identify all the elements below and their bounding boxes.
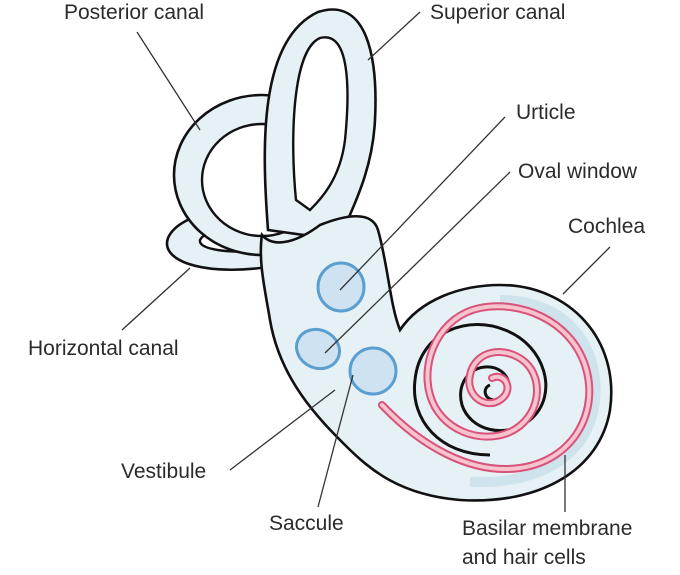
leader-superior-canal <box>367 11 421 61</box>
leader-oval-window <box>324 171 511 354</box>
label-posterior-canal: Posterior canal <box>64 1 205 24</box>
cochlea <box>378 295 601 488</box>
label-urticle: Urticle <box>516 101 576 124</box>
leader-horizontal-canal <box>121 267 191 331</box>
leader-vestibule <box>229 389 336 471</box>
label-vestibule: Vestibule <box>121 460 207 483</box>
leader-cochlea <box>562 246 611 295</box>
label-saccule: Saccule <box>269 512 344 535</box>
label-cochlea: Cochlea <box>568 215 646 238</box>
label-basilar-membrane-line1: Basilar membrane <box>462 517 633 540</box>
leader-posterior-canal <box>136 31 201 131</box>
label-horizontal-canal: Horizontal canal <box>28 337 179 360</box>
label-oval-window: Oval window <box>518 160 638 183</box>
superior-canal <box>263 8 377 242</box>
label-basilar-membrane-line2: and hair cells <box>462 546 586 569</box>
urticle-organ <box>316 261 366 313</box>
leader-saccule <box>317 374 354 508</box>
leader-urticle <box>339 116 506 291</box>
oval-window-organ <box>295 327 341 371</box>
saccule-organ <box>348 346 398 396</box>
label-superior-canal: Superior canal <box>430 1 566 24</box>
